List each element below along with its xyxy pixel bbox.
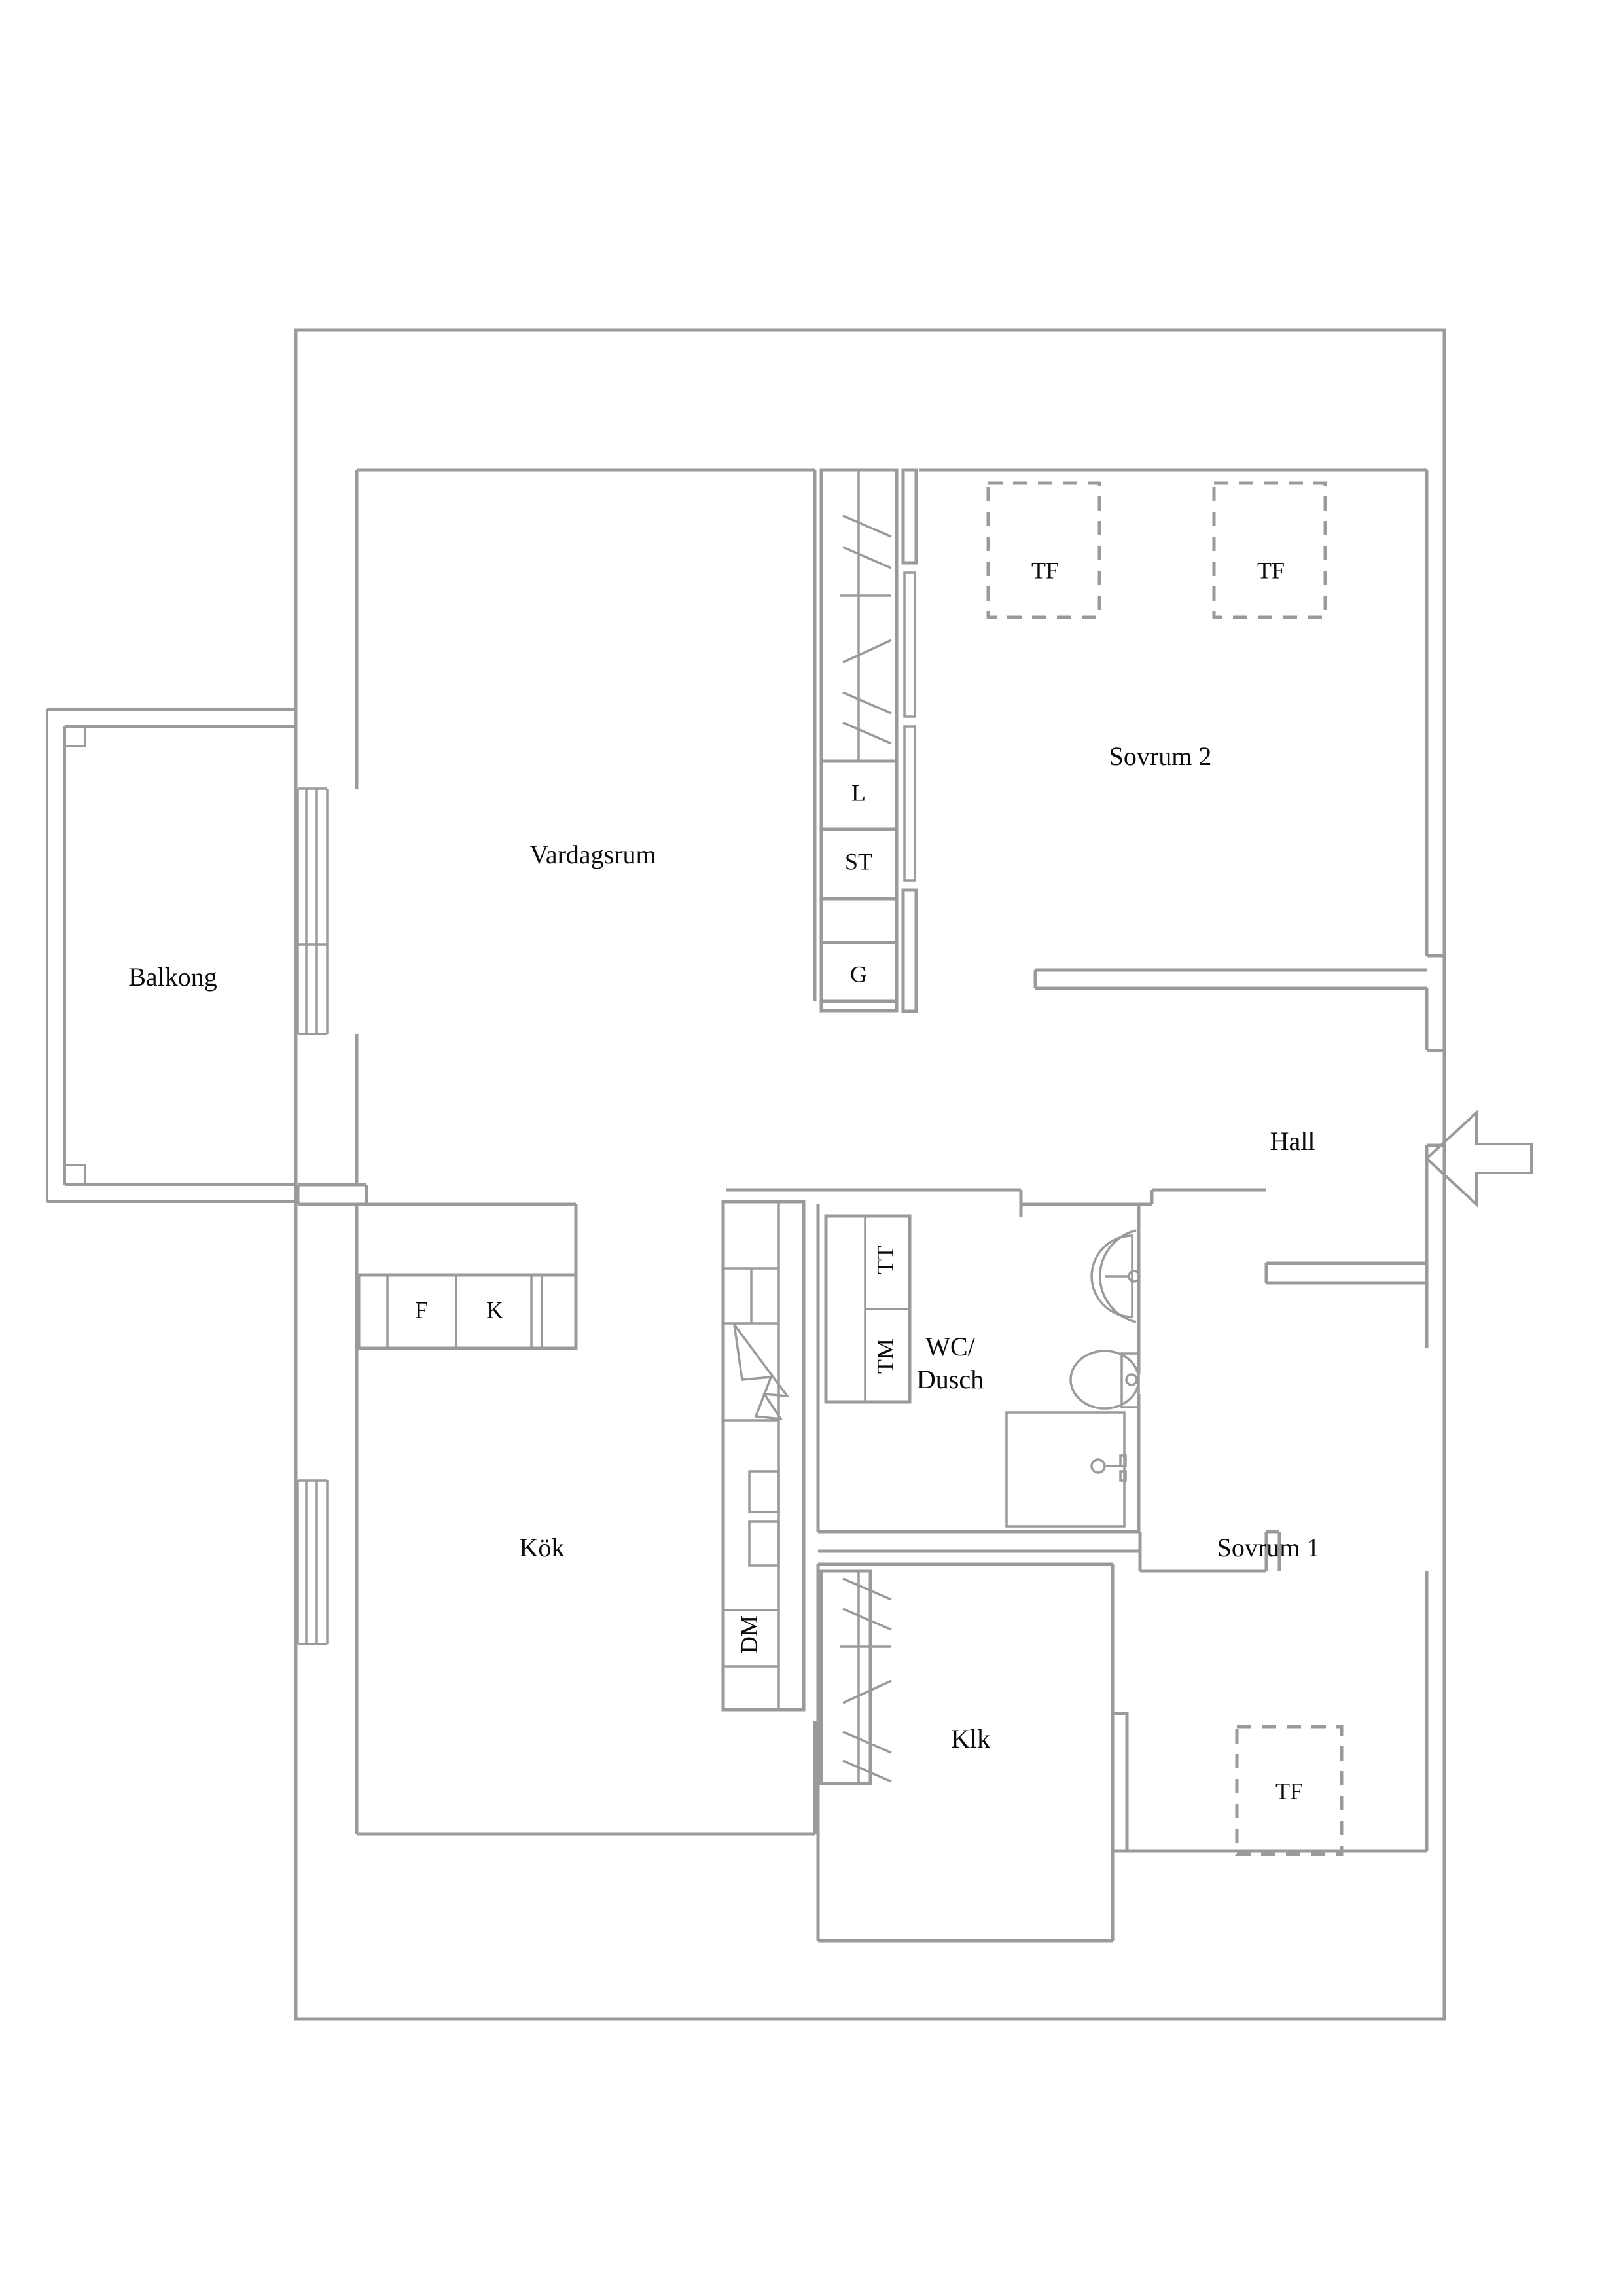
room-label-kok: Kök — [520, 1533, 565, 1562]
room-wc-dusch-walls — [726, 1188, 1266, 1553]
closet-block-sovrum2 — [819, 468, 899, 1013]
toilet-icon — [1069, 1350, 1140, 1410]
wardrobe-rail-icon-klk — [840, 1577, 892, 1783]
room-label-vardagsrum: Vardagsrum — [529, 840, 656, 869]
room-label-hall: Hall — [1270, 1126, 1315, 1156]
appliance-label-TM: TM — [872, 1338, 898, 1374]
appliance-label-G: G — [850, 961, 867, 987]
laundry-column-tt-tm — [824, 1214, 912, 1404]
room-sovrum2-walls — [919, 468, 1444, 990]
appliance-label-L: L — [851, 780, 866, 806]
room-label-sovrum2: Sovrum 2 — [1109, 742, 1212, 771]
room-kok-walls — [355, 1202, 817, 1836]
room-klk-walls — [816, 1562, 1115, 1943]
appliance-label-TF-left: TF — [1031, 557, 1059, 583]
balcony-door-symbol — [296, 787, 329, 1035]
appliance-label-F: F — [415, 1297, 428, 1323]
washbasin-icon — [1090, 1229, 1141, 1323]
appliance-label-TF-right: TF — [1257, 557, 1285, 583]
room-label-balkong: Balkong — [128, 962, 217, 992]
kitchen-window-symbol — [296, 1479, 329, 1645]
kitchen-counter-run — [721, 1200, 806, 1712]
appliance-label-TF-sovrum1: TF — [1275, 1778, 1303, 1804]
appliance-label-DM: DM — [736, 1615, 762, 1653]
sovrum2-door-jamb — [901, 468, 918, 1013]
wardrobe-rail-icon — [840, 514, 892, 745]
appliance-tf-sovrum1: TF — [1235, 1725, 1344, 1856]
appliance-label-TT: TT — [872, 1246, 898, 1274]
appliance-tf-sovrum2-left: TF — [986, 481, 1101, 619]
room-vardagsrum-walls — [296, 468, 817, 1206]
room-label-wc-dusch-line1: WC/ — [925, 1332, 975, 1361]
room-label-wc-dusch-line2: Dusch — [917, 1365, 984, 1394]
room-hall-walls — [1264, 988, 1444, 1348]
shower-icon — [1005, 1411, 1127, 1528]
appliance-tf-sovrum2-right: TF — [1212, 481, 1327, 619]
appliance-label-K: K — [486, 1297, 503, 1323]
kitchen-fridge-freezer-run — [357, 1273, 578, 1350]
entrance-arrow-icon — [1425, 1109, 1533, 1208]
room-sovrum1-walls — [1111, 1530, 1429, 1853]
room-label-sovrum1: Sovrum 1 — [1217, 1533, 1320, 1562]
balcony-outline — [46, 708, 296, 1203]
room-label-klk: Klk — [951, 1724, 990, 1753]
appliance-label-ST: ST — [845, 848, 872, 874]
stove-hob-icon — [733, 1323, 790, 1421]
